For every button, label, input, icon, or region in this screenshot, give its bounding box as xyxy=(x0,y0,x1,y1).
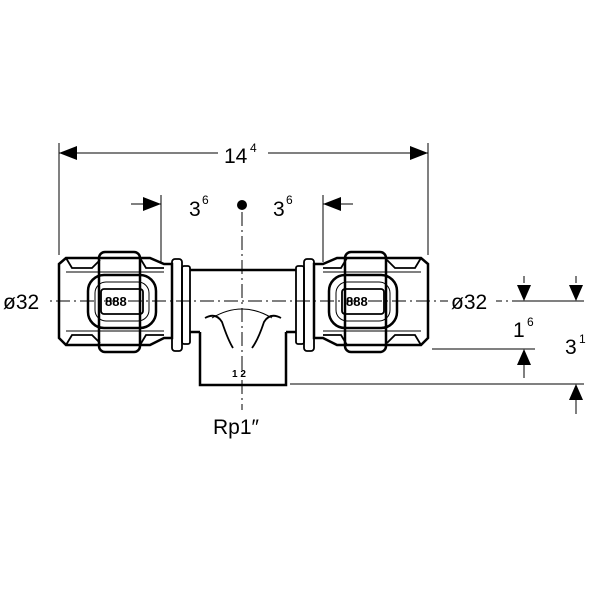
right-press-fitting: 888 xyxy=(295,250,430,354)
total-height-sup: 1 xyxy=(579,332,586,346)
right-offset-value: 3 xyxy=(273,198,285,221)
left-fitting-marking: 888 xyxy=(105,294,127,309)
tee-body: 1 2 xyxy=(190,268,296,387)
thread-label: Rp1″ xyxy=(213,416,260,439)
right-fitting-marking: 888 xyxy=(346,294,368,309)
arrow-left xyxy=(59,146,77,160)
left-offset-value: 3 xyxy=(189,198,201,221)
center-marker xyxy=(237,200,247,210)
right-offset-dimension: 3 6 xyxy=(273,193,353,262)
overall-length-value: 14 xyxy=(224,145,248,168)
left-offset-sup: 6 xyxy=(202,193,209,207)
right-diameter-label: ø32 xyxy=(451,291,487,314)
left-offset-dimension: 3 6 xyxy=(131,193,209,262)
total-height-value: 3 xyxy=(565,336,577,359)
branch-marking: 1 2 xyxy=(232,369,246,380)
left-diameter-label: ø32 xyxy=(3,291,39,314)
height-dimensions: 1 6 3 1 xyxy=(290,276,586,414)
overall-length-dimension: 14 4 xyxy=(58,141,429,255)
center-to-branch-value: 1 xyxy=(513,319,525,342)
arrow-right xyxy=(410,146,428,160)
right-offset-sup: 6 xyxy=(286,193,293,207)
left-press-fitting: 888 xyxy=(57,250,191,354)
overall-length-sup: 4 xyxy=(250,141,257,155)
center-to-branch-sup: 6 xyxy=(527,315,534,329)
